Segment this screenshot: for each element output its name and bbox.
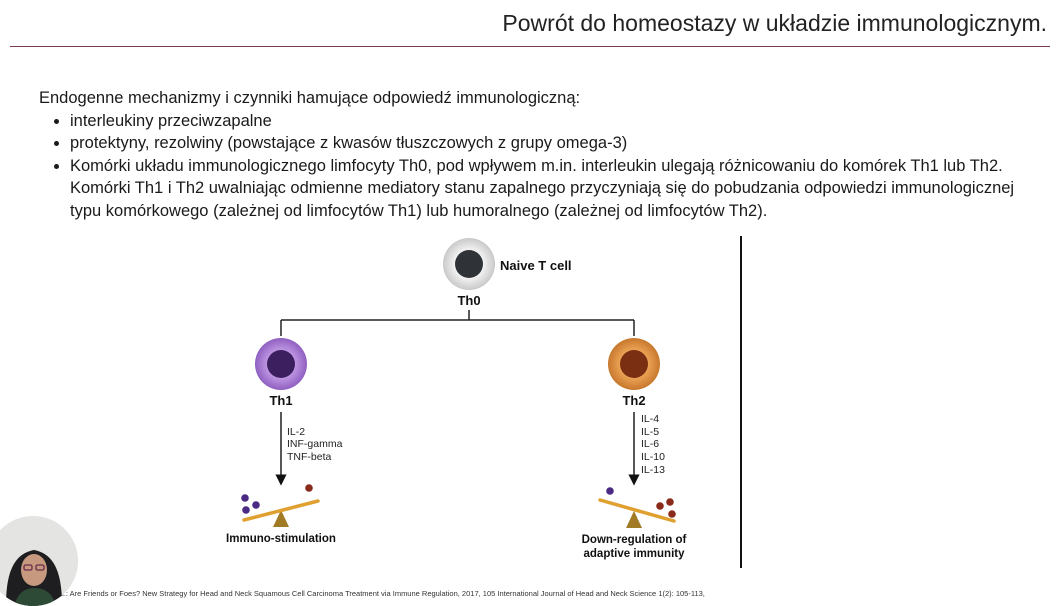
th1-label: Th1 bbox=[269, 393, 292, 408]
th2-label: Th2 bbox=[622, 393, 645, 408]
th1-seesaw-icon bbox=[241, 484, 320, 527]
th0-label: Th0 bbox=[457, 293, 480, 308]
th2-cytokine: IL-4 bbox=[641, 413, 659, 425]
presenter-avatar bbox=[0, 516, 78, 606]
intro-text: Endogenne mechanizmy i czynniki hamujące… bbox=[39, 89, 581, 107]
th2-cytokine: IL-6 bbox=[641, 438, 659, 450]
th2-seesaw-icon bbox=[598, 487, 676, 528]
th1-cytokine: INF-gamma bbox=[287, 438, 343, 450]
bullet-item: interleukiny przeciwzapalne bbox=[70, 110, 1039, 133]
presenter-video-icon bbox=[0, 516, 78, 606]
naive-t-cell-label: Naive T cell bbox=[500, 258, 572, 273]
th1-cytokine: IL-2 bbox=[287, 426, 305, 438]
vertical-divider bbox=[740, 236, 742, 568]
th1-cell-nucleus bbox=[267, 350, 295, 378]
citation-footnote: al.: Are Friends or Foes? New Strategy f… bbox=[58, 589, 705, 598]
body-text: Endogenne mechanizmy i czynniki hamujące… bbox=[39, 87, 1039, 222]
th2-cell-nucleus bbox=[620, 350, 648, 378]
th1-outcome-label: Immuno-stimulation bbox=[226, 533, 336, 545]
th2-cytokine: IL-5 bbox=[641, 426, 659, 438]
slide-title: Powrót do homeostazy w układzie immunolo… bbox=[502, 10, 1047, 36]
th1-cytokine: TNF-beta bbox=[287, 451, 332, 463]
th2-cytokine: IL-13 bbox=[641, 464, 665, 476]
bullet-item: Komórki układu immunologicznego limfocyt… bbox=[70, 155, 1039, 223]
title-divider bbox=[10, 46, 1050, 47]
th2-outcome-label: Down-regulation of bbox=[582, 534, 687, 546]
bullet-list: interleukiny przeciwzapalne protektyny, … bbox=[39, 110, 1039, 223]
bullet-item: protektyny, rezolwiny (powstające z kwas… bbox=[70, 132, 1039, 155]
naive-t-cell-nucleus bbox=[455, 250, 483, 278]
th2-outcome-label: adaptive immunity bbox=[584, 548, 686, 560]
th2-cytokine: IL-10 bbox=[641, 451, 665, 463]
